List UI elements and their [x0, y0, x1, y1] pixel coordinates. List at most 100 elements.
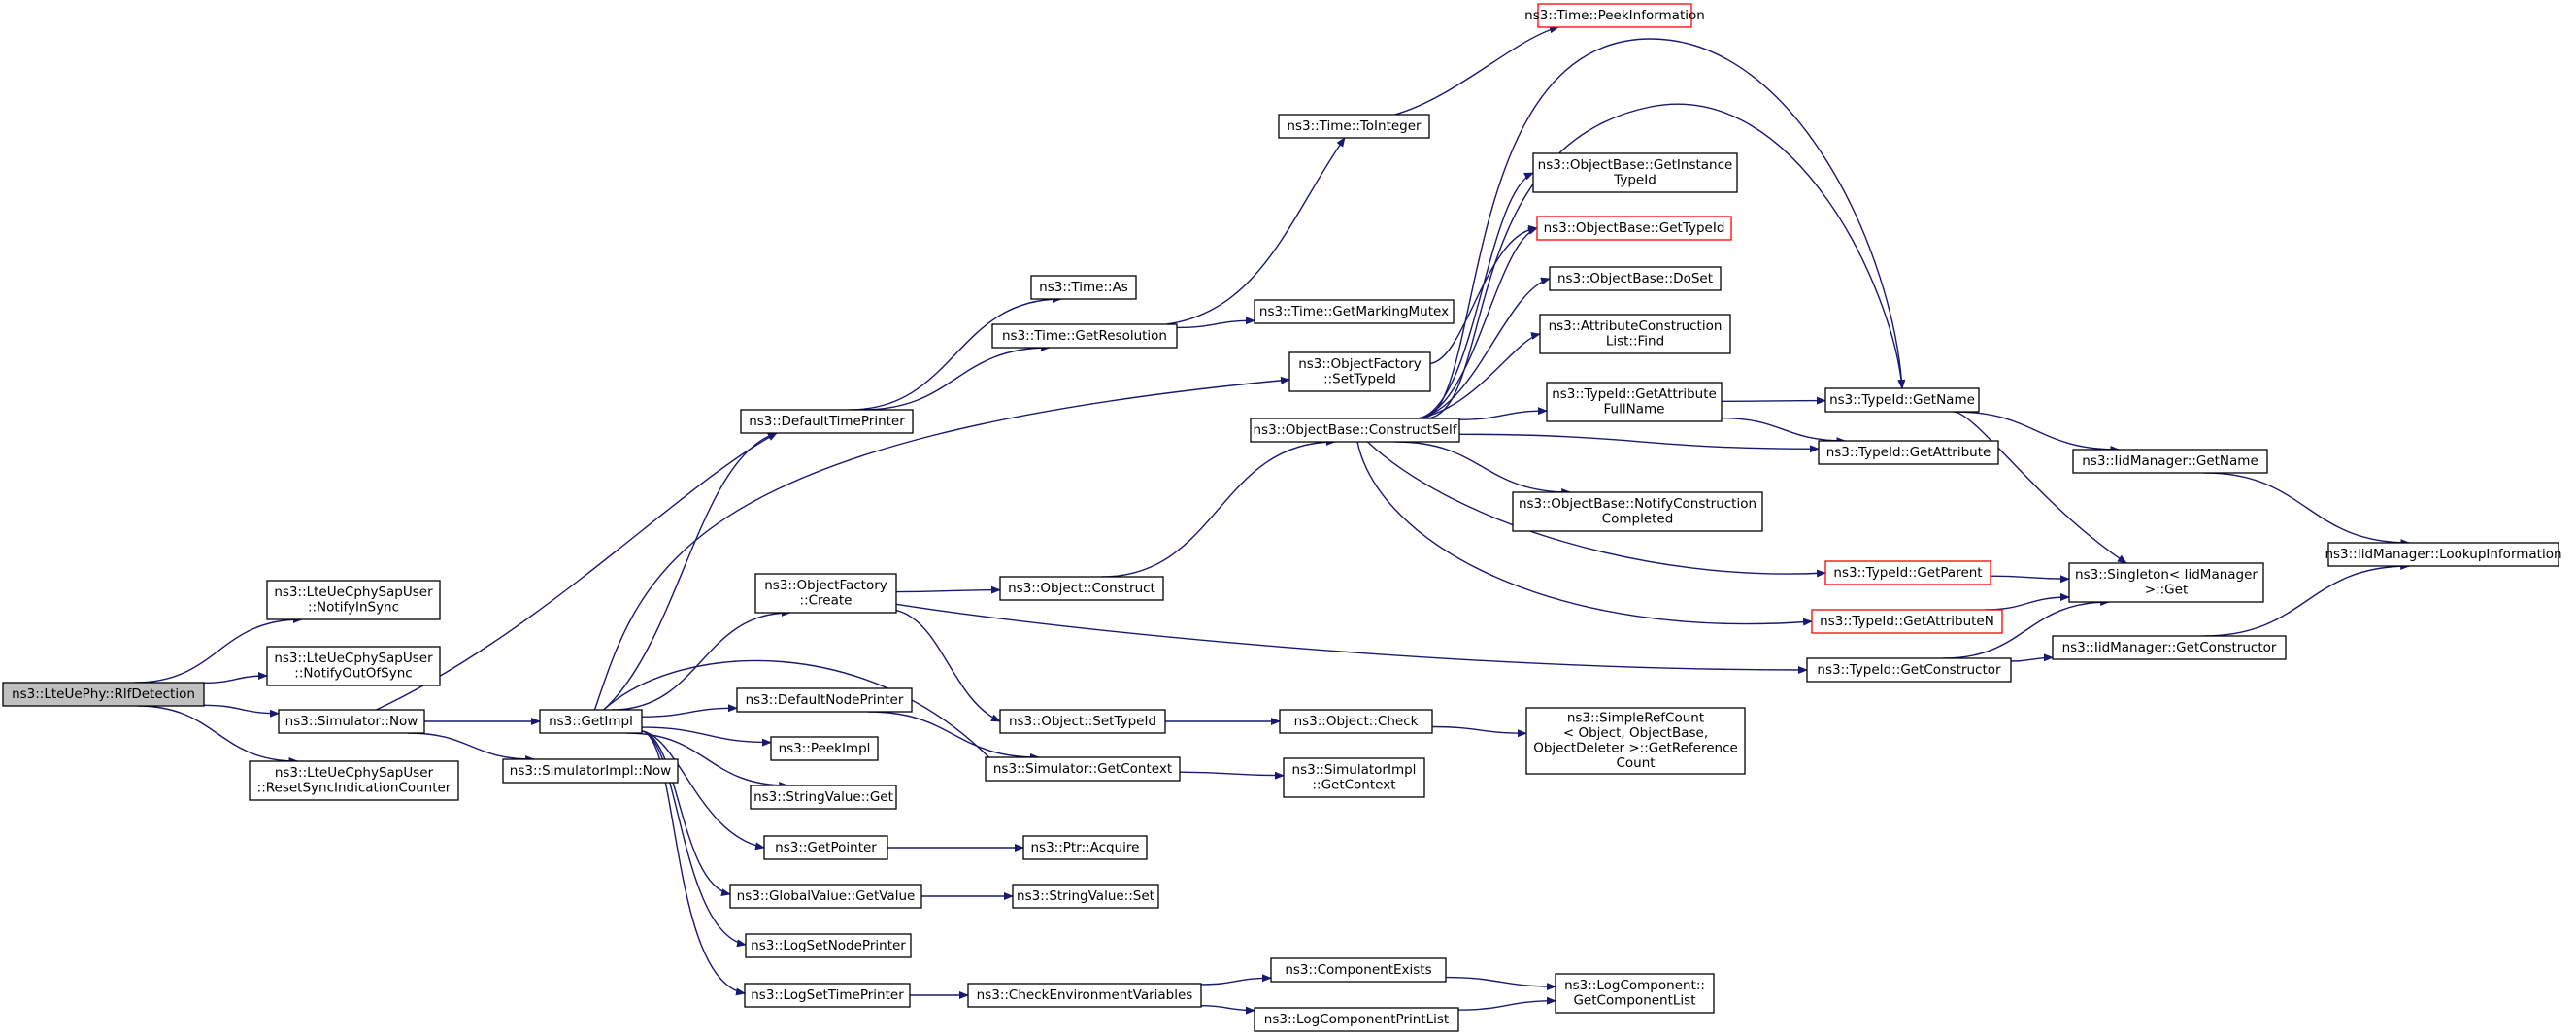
node-box	[763, 835, 888, 860]
node-defaultTimePrinter[interactable]: ns3::DefaultTimePrinter	[740, 409, 914, 434]
node-simNow[interactable]: ns3::Simulator::Now	[278, 709, 425, 734]
node-label: ns3::TypeId::GetConstructor	[1817, 662, 2001, 678]
node-typeIdGetAttributeN[interactable]: ns3::TypeId::GetAttributeN	[1811, 609, 2003, 634]
call-edge-typeIdGetAttributeN-to-singletonGet	[1985, 593, 2070, 611]
node-timePeekInfo[interactable]: ns3::Time::PeekInformation	[1524, 3, 1705, 28]
node-label: ns3::Time::PeekInformation	[1524, 8, 1705, 23]
node-timeToInteger[interactable]: ns3::Time::ToInteger	[1278, 114, 1430, 139]
node-label: ns3::LteUePhy::RlfDetection	[12, 686, 195, 702]
node-objectConstruct[interactable]: ns3::Object::Construct	[999, 576, 1164, 601]
node-label: ns3::StringValue::Set	[1017, 888, 1154, 904]
call-edge-timeGetResolution-to-timeGetMarkingMutex	[1176, 317, 1255, 329]
node-label: ns3::ObjectBase::ConstructSelf	[1254, 422, 1458, 438]
node-box	[539, 709, 643, 734]
call-edge-root-to-resetSync	[137, 705, 299, 765]
call-edge-defaultTimePrinter-to-timeGetResolution	[861, 344, 1051, 411]
node-objBaseNotifyConstCompleted[interactable]: ns3::ObjectBase::NotifyConstructionCompl…	[1512, 491, 1763, 532]
node-singletonGet[interactable]: ns3::Singleton< IidManager>::Get	[2068, 562, 2264, 603]
node-objectCheck[interactable]: ns3::Object::Check	[1279, 709, 1433, 734]
node-checkEnvVars[interactable]: ns3::CheckEnvironmentVariables	[967, 983, 1202, 1008]
node-iidManagerGetName[interactable]: ns3::IidManager::GetName	[2072, 449, 2268, 474]
node-box	[1537, 3, 1692, 28]
call-edge-objBaseConstructSelf-to-typeIdGetAttrFullName	[1458, 407, 1548, 420]
node-logSetNodePrinter[interactable]: ns3::LogSetNodePrinter	[745, 933, 912, 958]
node-logCompPrintList[interactable]: ns3::LogComponentPrintList	[1254, 1007, 1459, 1032]
node-simGetContext[interactable]: ns3::Simulator::GetContext	[985, 756, 1181, 782]
node-label: ::SetTypeId	[1323, 372, 1396, 387]
call-edge-objBaseConstructSelf-to-typeIdGetName	[1427, 103, 1906, 419]
node-stringValueGet[interactable]: ns3::StringValue::Get	[750, 785, 897, 810]
node-typeIdGetAttribute[interactable]: ns3::TypeId::GetAttribute	[1818, 440, 1999, 465]
node-label: ns3::Time::As	[1039, 280, 1128, 295]
node-box	[2072, 449, 2268, 474]
call-edge-typeIdGetAttrFullName-to-typeIdGetName	[1721, 396, 1826, 405]
node-objBaseDoSet[interactable]: ns3::ObjectBase::DoSet	[1549, 266, 1722, 291]
node-componentExists[interactable]: ns3::ComponentExists	[1270, 957, 1447, 983]
node-objBaseGetTypeId[interactable]: ns3::ObjectBase::GetTypeId	[1536, 216, 1732, 241]
node-getImpl[interactable]: ns3::GetImpl	[539, 709, 643, 734]
call-edge-objFactorySetTypeId-to-objBaseGetTypeId	[1429, 224, 1538, 365]
call-edge-objBaseConstructSelf-to-typeIdGetName	[1422, 38, 1906, 419]
node-simImplNow[interactable]: ns3::SimulatorImpl::Now	[502, 758, 679, 784]
node-label: ::NotifyInSync	[308, 600, 399, 616]
node-label: ns3::SimpleRefCount	[1567, 711, 1704, 726]
node-label: ns3::LteUeCphySapUser	[274, 585, 433, 600]
node-getPointer[interactable]: ns3::GetPointer	[763, 835, 888, 860]
call-edge-root-to-simNow	[203, 704, 280, 718]
node-logSetTimePrinter[interactable]: ns3::LogSetTimePrinter	[744, 983, 911, 1008]
node-box	[1288, 351, 1431, 392]
node-objBaseConstructSelf[interactable]: ns3::ObjectBase::ConstructSelf	[1250, 418, 1460, 443]
node-label: ns3::Time::ToInteger	[1287, 118, 1422, 134]
call-edge-iidManagerGetName-to-iidManagerLookupInfo	[2204, 472, 2411, 547]
node-notifyOutOfSync[interactable]: ns3::LteUeCphySapUser::NotifyOutOfSync	[266, 646, 441, 686]
node-timeGetResolution[interactable]: ns3::Time::GetResolution	[991, 323, 1178, 349]
node-timeAs[interactable]: ns3::Time::As	[1030, 275, 1137, 300]
node-label: ::Create	[800, 593, 853, 609]
node-iidManagerGetConstructor[interactable]: ns3::IidManager::GetConstructor	[2052, 635, 2287, 660]
node-label: ns3::CheckEnvironmentVariables	[977, 987, 1193, 1003]
node-label: List::Find	[1606, 334, 1664, 350]
call-edge-getImpl-to-getPointer	[641, 730, 765, 851]
node-label: >::Get	[2145, 583, 2188, 598]
node-typeIdGetConstructor[interactable]: ns3::TypeId::GetConstructor	[1806, 657, 2012, 683]
call-edge-objBaseConstructSelf-to-typeIdGetAttributeN	[1356, 441, 1813, 626]
node-resetSync[interactable]: ns3::LteUeCphySapUser::ResetSyncIndicati…	[249, 760, 459, 801]
node-notifyInSync[interactable]: ns3::LteUeCphySapUser::NotifyInSync	[266, 580, 441, 620]
node-objectSetTypeId[interactable]: ns3::Object::SetTypeId	[999, 709, 1166, 734]
node-logCompGetList[interactable]: ns3::LogComponent::GetComponentList	[1555, 973, 1715, 1014]
call-edge-objectCheck-to-simpleRefCount	[1431, 725, 1527, 738]
node-iidManagerLookupInfo[interactable]: ns3::IidManager::LookupInformation	[2325, 542, 2562, 567]
node-label: ns3::ObjectFactory	[1298, 356, 1422, 372]
node-label: ns3::DefaultTimePrinter	[749, 414, 905, 429]
nodes-layer: ns3::LteUePhy::RlfDetectionns3::LteUeCph…	[2, 3, 2562, 1032]
call-edge-getImpl-to-defaultNodePrinter	[641, 704, 738, 718]
call-edge-checkEnvVars-to-componentExists	[1200, 974, 1272, 986]
node-label: ns3::ObjectFactory	[764, 578, 887, 593]
node-label: ::NotifyOutOfSync	[294, 666, 412, 682]
node-peekImpl[interactable]: ns3::PeekImpl	[770, 736, 879, 761]
node-defaultNodePrinter[interactable]: ns3::DefaultNodePrinter	[736, 687, 913, 713]
node-root[interactable]: ns3::LteUePhy::RlfDetection	[2, 682, 205, 707]
node-simpleRefCount[interactable]: ns3::SimpleRefCount< Object, ObjectBase,…	[1525, 707, 1746, 775]
node-simImplGetContext[interactable]: ns3::SimulatorImpl::GetContext	[1283, 757, 1425, 798]
node-stringValueSet[interactable]: ns3::StringValue::Set	[1012, 884, 1159, 909]
node-typeIdGetParent[interactable]: ns3::TypeId::GetParent	[1824, 560, 1991, 585]
node-typeIdGetName[interactable]: ns3::TypeId::GetName	[1824, 387, 1980, 413]
node-box	[266, 580, 441, 620]
call-edge-logCompPrintList-to-logCompGetList	[1457, 996, 1556, 1011]
call-edge-getImpl-to-defaultTimePrinter	[603, 431, 778, 711]
call-edge-typeIdGetName-to-singletonGet	[1954, 411, 2127, 564]
node-ptrAcquire[interactable]: ns3::Ptr::Acquire	[1022, 835, 1148, 860]
node-label: ns3::ObjectBase::DoSet	[1557, 271, 1713, 286]
call-edge-timeGetResolution-to-timeToInteger	[1166, 137, 1346, 325]
node-globalValueGet[interactable]: ns3::GlobalValue::GetValue	[729, 884, 922, 909]
node-objFactoryCreate[interactable]: ns3::ObjectFactory::Create	[754, 573, 897, 614]
call-edge-objBaseConstructSelf-to-objBaseGetInstanceTypeId	[1418, 172, 1534, 419]
call-edge-objBaseConstructSelf-to-typeIdGetParent	[1366, 441, 1826, 578]
node-timeGetMarkingMutex[interactable]: ns3::Time::GetMarkingMutex	[1254, 299, 1455, 324]
node-label: ns3::GetImpl	[549, 714, 633, 729]
node-objFactorySetTypeId[interactable]: ns3::ObjectFactory::SetTypeId	[1288, 351, 1431, 392]
